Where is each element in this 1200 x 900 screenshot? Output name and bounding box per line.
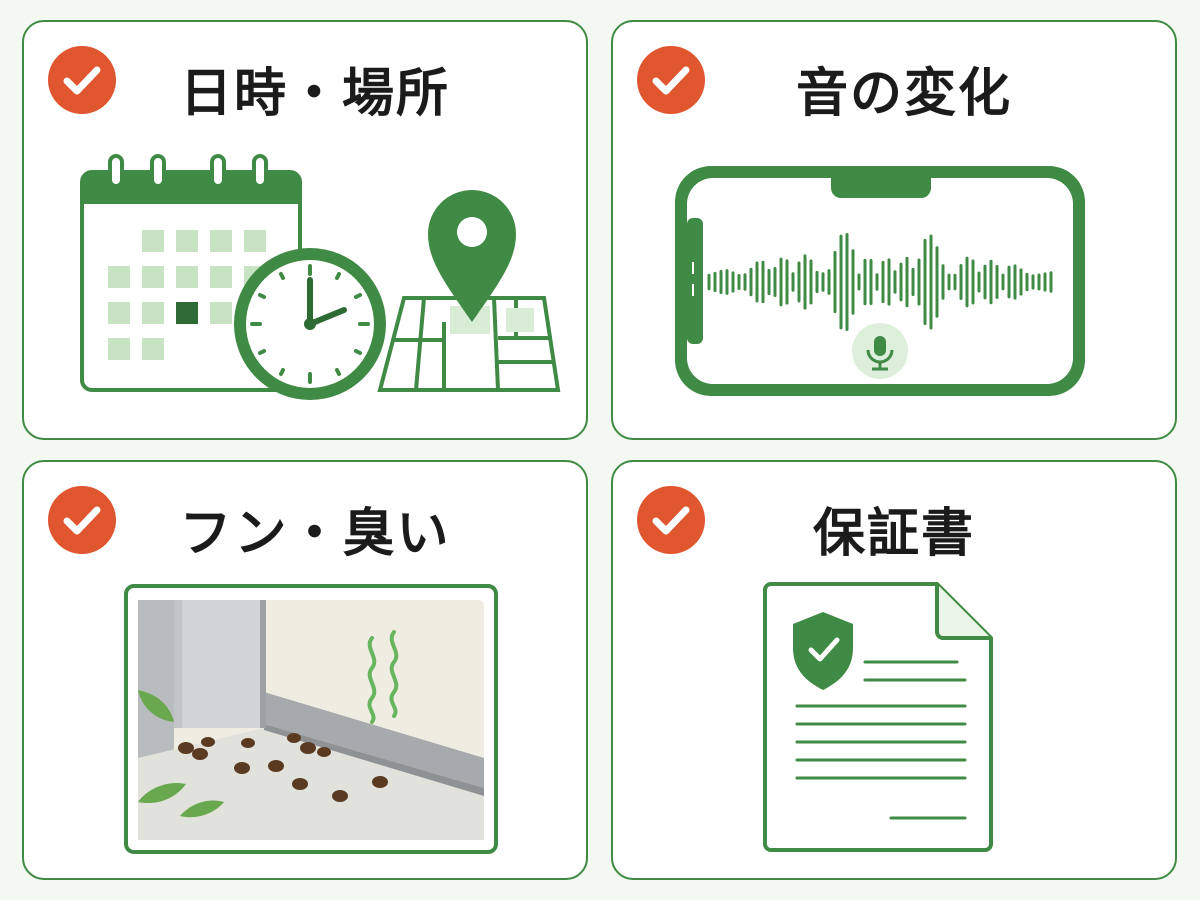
check-icon	[637, 486, 705, 554]
droppings-odor-icon	[124, 584, 498, 854]
calendar-clock-map-icon	[80, 154, 561, 400]
phone-soundwave-icon	[675, 166, 1085, 396]
check-icon	[48, 486, 116, 554]
shield-icon	[793, 612, 853, 690]
check-icon	[48, 46, 116, 114]
room-corner-scene	[138, 600, 484, 840]
card-warranty: 保証書	[611, 460, 1177, 880]
droppings-icon	[178, 733, 388, 802]
card-title: 保証書	[812, 504, 975, 564]
leaf-icon	[138, 690, 224, 818]
soundwave-icon	[707, 233, 1053, 331]
calendar-icon	[80, 154, 302, 392]
card-droppings-odor: フン・臭い	[22, 460, 588, 880]
card-sound-change: 音の変化	[611, 20, 1177, 440]
map-icon	[377, 296, 561, 392]
microphone-icon	[852, 323, 908, 379]
clock-icon	[234, 248, 386, 400]
smartphone-icon	[675, 166, 1085, 396]
card-datetime-location: 日時・場所	[22, 20, 588, 440]
card-title: 音の変化	[795, 64, 1012, 124]
odor-wave-icon	[367, 630, 399, 724]
check-icon	[637, 46, 705, 114]
location-pin-icon	[428, 190, 516, 322]
card-title: 日時・場所	[179, 64, 450, 124]
card-title: フン・臭い	[179, 504, 451, 564]
warranty-document-icon	[763, 582, 993, 852]
